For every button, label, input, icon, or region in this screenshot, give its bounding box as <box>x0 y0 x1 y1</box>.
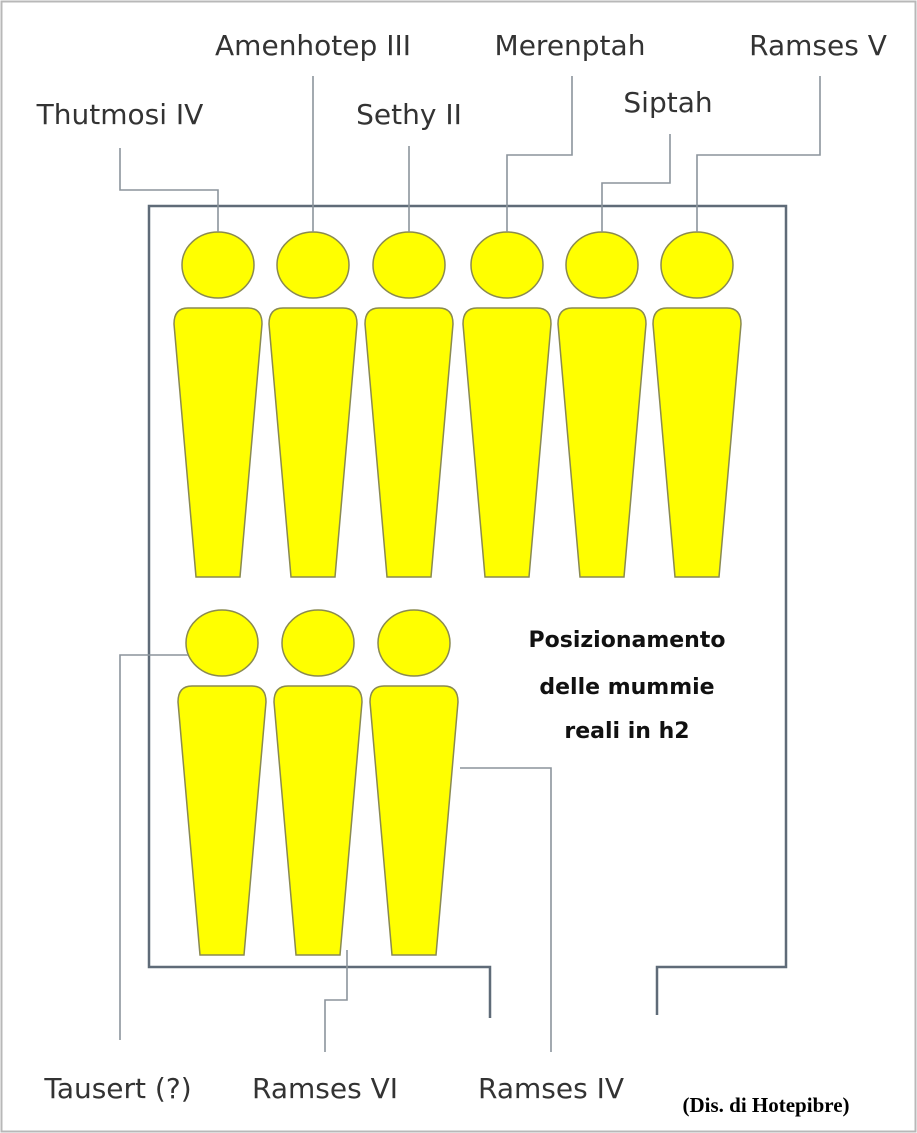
mummy-sethy-ii <box>364 231 454 578</box>
mummy-ramses-iv <box>369 609 459 956</box>
mummy-body <box>364 307 454 578</box>
mummies <box>173 231 742 956</box>
leader-ramses-v <box>696 76 821 232</box>
leader-tausert <box>119 654 188 1040</box>
mummy-head <box>185 609 259 677</box>
label-thutmosi-iv: Thutmosi IV <box>36 98 204 131</box>
room-walls <box>147 204 788 1018</box>
credit: (Dis. di Hotepibre) <box>682 1093 849 1117</box>
label-ramses-iv: Ramses IV <box>478 1072 624 1105</box>
leader-ramses-iv <box>460 767 552 1052</box>
mummy-body <box>268 307 358 578</box>
leader-ramses-vi <box>324 950 348 1052</box>
label-amenhotep-iii: Amenhotep III <box>215 29 411 62</box>
title-line-2: delle mummie <box>539 675 714 700</box>
mummy-tausert <box>177 609 267 956</box>
mummy-head <box>565 231 639 299</box>
mummy-ramses-vi <box>273 609 363 956</box>
mummy-body <box>557 307 647 578</box>
mummy-head <box>181 231 255 299</box>
mummy-head <box>372 231 446 299</box>
mummy-body <box>369 685 459 956</box>
mummy-body <box>273 685 363 956</box>
title-line-3: reali in h2 <box>564 719 689 744</box>
mummy-head <box>276 231 350 299</box>
mummy-head <box>660 231 734 299</box>
mummy-body <box>177 685 267 956</box>
mummy-body <box>173 307 263 578</box>
mummy-body <box>462 307 552 578</box>
label-sethy-ii: Sethy II <box>356 98 462 131</box>
label-tausert: Tausert (?) <box>43 1072 191 1105</box>
leader-siptah <box>601 134 671 232</box>
label-siptah: Siptah <box>623 86 712 119</box>
mummy-head <box>470 231 544 299</box>
mummy-merenptah <box>462 231 552 578</box>
mummy-head <box>281 609 355 677</box>
mummy-ramses-v <box>652 231 742 578</box>
label-ramses-v: Ramses V <box>749 29 887 62</box>
leader-merenptah <box>506 76 573 232</box>
leader-thutmosi-iv <box>119 148 219 232</box>
mummy-amenhotep-iii <box>268 231 358 578</box>
mummy-thutmosi-iv <box>173 231 263 578</box>
mummy-body <box>652 307 742 578</box>
leader-lines <box>119 76 821 1052</box>
wall-outline <box>147 204 788 1018</box>
mummy-head <box>377 609 451 677</box>
label-merenptah: Merenptah <box>495 29 646 62</box>
title-line-1: Posizionamento <box>529 628 726 653</box>
label-ramses-vi: Ramses VI <box>252 1072 398 1105</box>
mummy-siptah <box>557 231 647 578</box>
